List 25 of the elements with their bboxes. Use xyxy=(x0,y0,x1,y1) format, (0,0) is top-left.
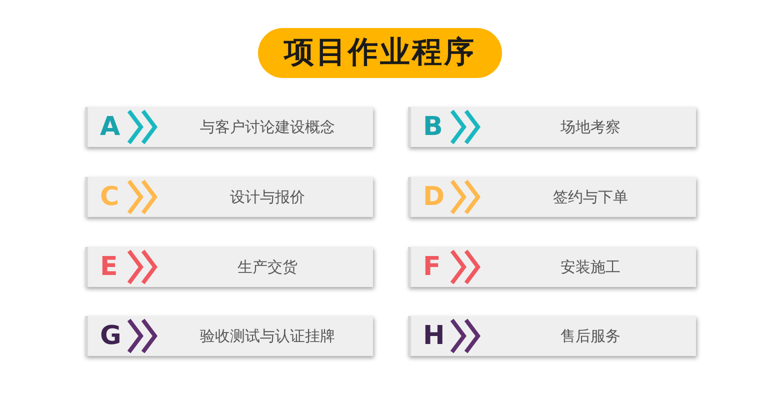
step-letter: C xyxy=(100,181,120,213)
step-card xyxy=(408,316,696,356)
step-letter: D xyxy=(423,181,445,213)
title-banner: 项目作业程序 xyxy=(258,28,502,78)
step-card xyxy=(408,107,696,147)
step-label: 签约与下单 xyxy=(552,187,629,208)
step-letter: H xyxy=(423,320,445,352)
step-letter: G xyxy=(100,320,122,352)
step-label: 售后服务 xyxy=(560,326,622,347)
step-card xyxy=(85,107,373,147)
step-label: 生产交货 xyxy=(236,257,298,278)
step-card xyxy=(85,316,373,356)
step-letter: F xyxy=(423,251,441,283)
step-label: 场地考察 xyxy=(560,117,622,138)
step-card xyxy=(408,177,696,217)
step-label: 安装施工 xyxy=(560,257,622,278)
step-letter: E xyxy=(100,251,118,283)
step-card xyxy=(408,247,696,287)
step-letter: B xyxy=(423,111,443,143)
step-letter: A xyxy=(100,111,120,143)
step-label: 设计与报价 xyxy=(229,187,306,208)
step-card xyxy=(85,247,373,287)
step-label: 验收测试与认证挂牌 xyxy=(199,326,336,347)
step-card xyxy=(85,177,373,217)
step-label: 与客户讨论建设概念 xyxy=(199,117,336,138)
